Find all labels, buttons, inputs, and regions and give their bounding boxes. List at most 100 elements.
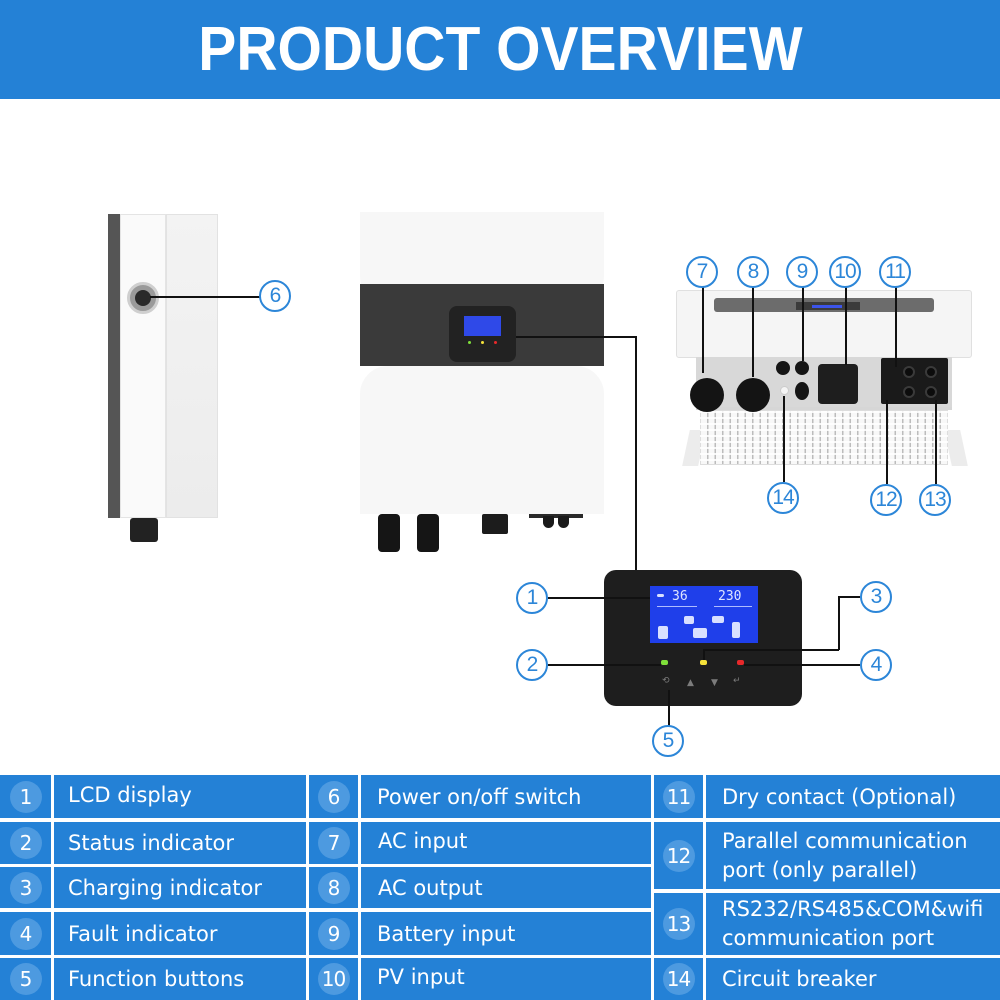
callout-9: 9 (786, 256, 818, 288)
table-row-label-line: Parallel communication (722, 828, 968, 853)
callout-6: 6 (259, 280, 291, 312)
down-button-icon: ▼ (711, 678, 718, 688)
callout-7: 7 (686, 256, 718, 288)
battery-icon (712, 616, 724, 623)
connector-icon (558, 516, 569, 528)
table-row-label-line: port (only parallel) (722, 857, 918, 882)
callout-5: 5 (652, 725, 684, 757)
side-view-body (108, 214, 224, 518)
cable-gland-icon (417, 514, 439, 552)
fault-led (737, 660, 744, 665)
row-number: 7 (317, 827, 350, 859)
leader-line-closeup (516, 336, 636, 338)
power-button-icon: ⟲ (662, 676, 670, 686)
leader-line-1 (548, 597, 650, 599)
callout-10: 10 (829, 256, 861, 288)
battery-port-icon (795, 361, 809, 375)
table-row-number-cell: 7 (309, 822, 358, 864)
table-row-number-cell: 11 (654, 775, 703, 818)
table-row-number-cell: 2 (0, 822, 51, 864)
table-row-label-line: communication port (722, 926, 935, 950)
leader-line-3a (703, 649, 705, 660)
front-leds (466, 341, 500, 345)
row-number: 6 (317, 780, 350, 813)
table-row-label: LCD display (54, 775, 306, 818)
front-bottom-cover (360, 366, 604, 514)
page-header: PRODUCT OVERVIEW (0, 0, 1000, 99)
solar-panel-icon (658, 626, 668, 639)
vent-grille-overlay (700, 410, 948, 465)
row-number: 10 (317, 963, 350, 995)
table-row-label: PV input (361, 958, 651, 1000)
battery-port-icon (795, 382, 809, 400)
leader-line-3c (838, 596, 840, 650)
callout-3: 3 (860, 581, 892, 613)
leader-line-8 (752, 287, 754, 377)
table-row-label: Function buttons (54, 958, 306, 1000)
row-number: 8 (317, 871, 350, 904)
callout-1: 1 (516, 582, 548, 614)
leader-line-3d (838, 596, 860, 598)
leader-line-4 (744, 664, 860, 666)
callout-8: 8 (737, 256, 769, 288)
cable-gland-icon (378, 514, 400, 552)
row-number: 12 (662, 839, 695, 872)
table-row-label: Status indicator (54, 822, 306, 864)
leader-line-3b (703, 649, 839, 651)
side-connector (130, 518, 158, 542)
table-row-label: AC input (361, 822, 651, 864)
row-number: 3 (9, 871, 42, 904)
connector-bar (529, 514, 583, 518)
table-row-label: Dry contact (Optional) (706, 775, 1000, 818)
table-row-label: Power on/off switch (361, 775, 651, 818)
table-row-label: Circuit breaker (706, 958, 1000, 1000)
table-row-label: RS232/RS485&COM&wifi communication port (706, 893, 1000, 955)
enter-button-icon: ↵ (733, 676, 741, 686)
callout-11: 11 (879, 256, 911, 288)
callout-12: 12 (870, 484, 902, 516)
leader-line-10 (845, 287, 847, 365)
table-row-label: Fault indicator (54, 912, 306, 955)
table-row-number-cell: 6 (309, 775, 358, 818)
pv-connector-icon (818, 364, 858, 404)
leader-line-11 (895, 287, 897, 367)
comm-box-icon (881, 358, 948, 404)
table-row-number-cell: 12 (654, 822, 703, 889)
lcd-underline (657, 606, 697, 607)
leader-line-13 (935, 400, 937, 484)
callout-13: 13 (919, 484, 951, 516)
ac-output-gland-icon (736, 378, 770, 412)
row-number: 14 (662, 963, 695, 995)
table-row-number-cell: 10 (309, 958, 358, 1000)
leader-line-14 (783, 396, 785, 482)
row-number: 2 (9, 827, 42, 859)
power-switch-icon (135, 290, 151, 306)
row-number: 13 (662, 908, 695, 940)
row-number: 1 (9, 780, 42, 813)
leader-line-closeup-v (635, 336, 637, 570)
lcd-right-value: 230 (718, 589, 742, 604)
port-icon (776, 361, 790, 375)
connector-icon (482, 514, 508, 534)
load-icon (732, 622, 740, 638)
lcd-underline (714, 606, 752, 607)
inverter-icon (693, 628, 707, 638)
callout-4: 4 (860, 649, 892, 681)
grid-icon (684, 616, 694, 624)
table-row-label: AC output (361, 867, 651, 908)
lcd-display: 36 230 (650, 586, 758, 643)
row-number: 5 (9, 963, 42, 995)
table-row-number-cell: 1 (0, 775, 51, 818)
ac-input-gland-icon (690, 378, 724, 412)
charging-led (700, 660, 707, 665)
leader-line-9 (802, 287, 804, 361)
table-row-number-cell: 5 (0, 958, 51, 1000)
table-row-label: Battery input (361, 912, 651, 955)
side-dark-strip (108, 214, 120, 518)
table-row-label: Parallel communication port (only parall… (706, 822, 1000, 889)
callout-2: 2 (516, 649, 548, 681)
table-row-number-cell: 3 (0, 867, 51, 908)
front-lcd (464, 316, 501, 336)
table-row-number-cell: 13 (654, 893, 703, 955)
page-title: PRODUCT OVERVIEW (197, 15, 803, 84)
